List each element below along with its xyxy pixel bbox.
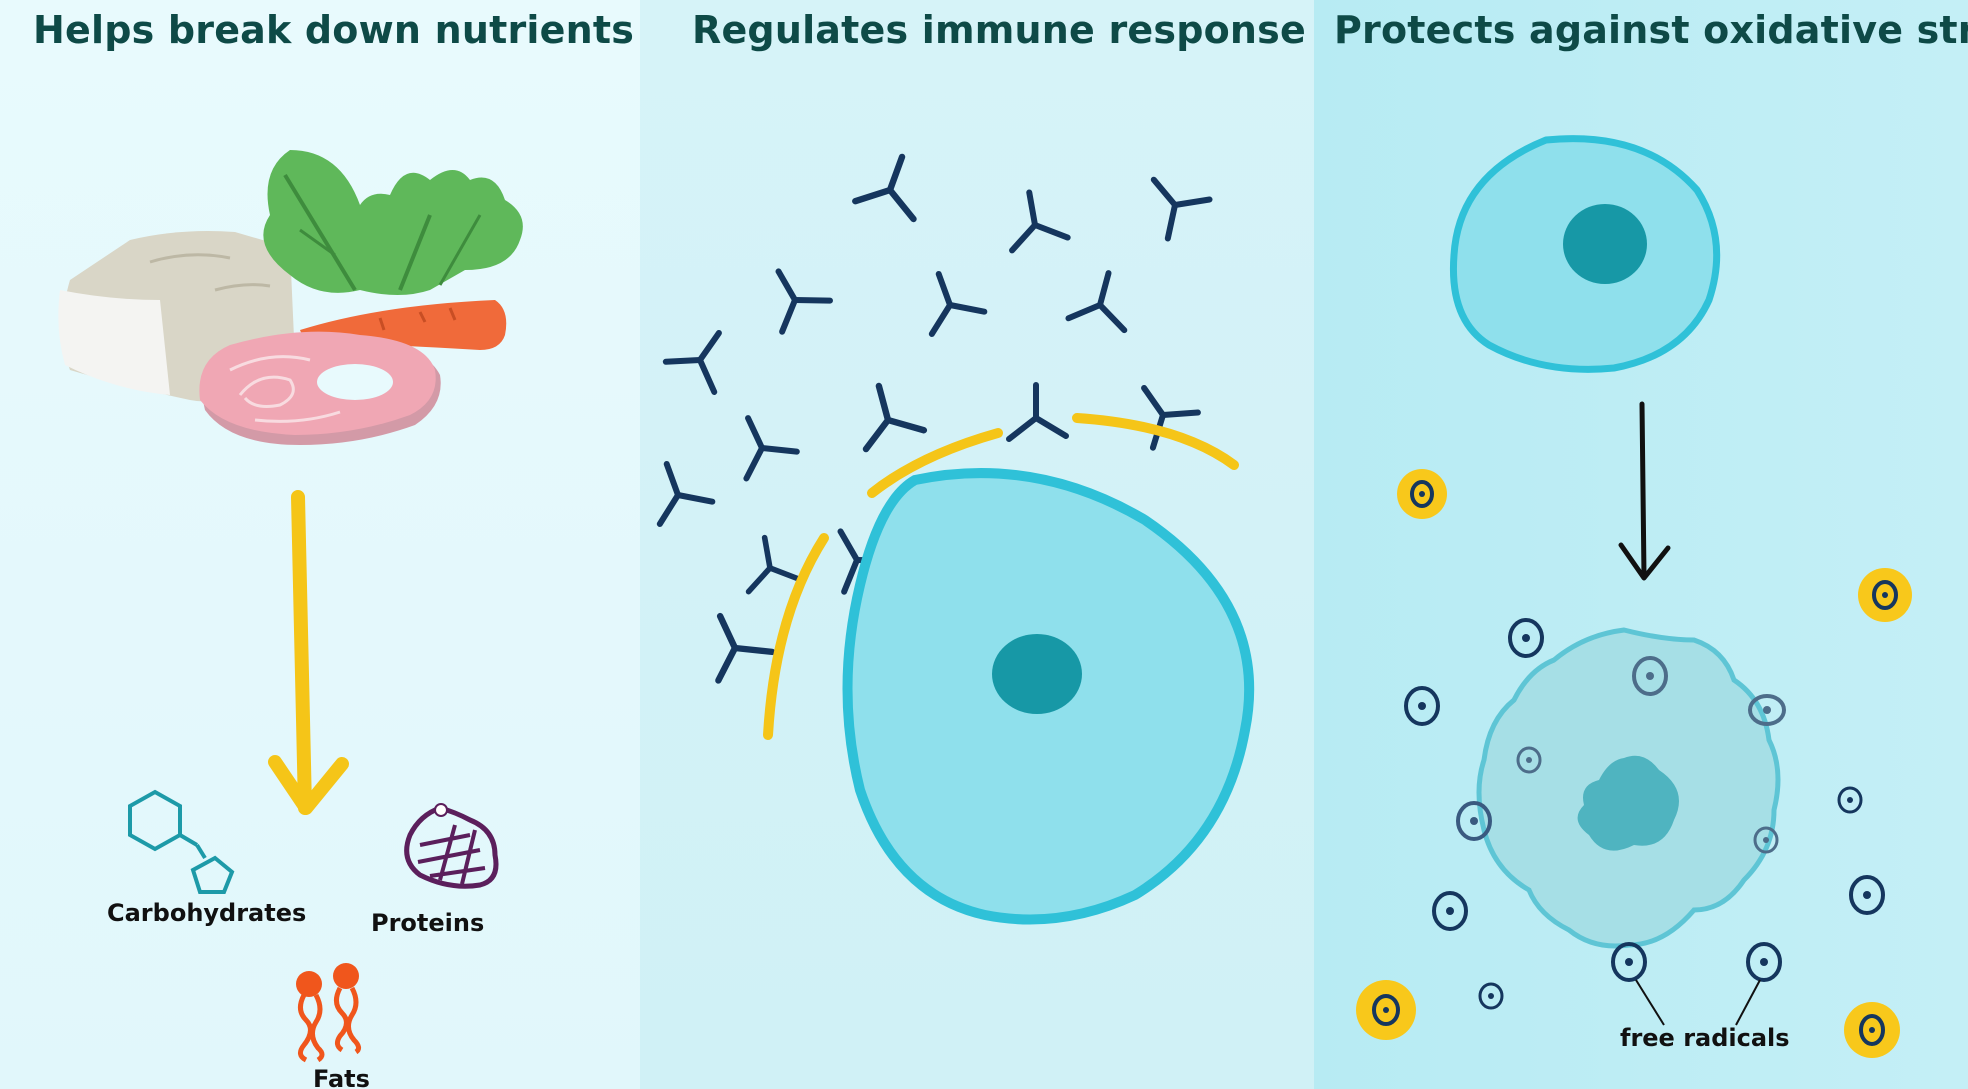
free-radical-icon <box>1844 1002 1900 1058</box>
panel-title-nutrients: Helps break down nutrients <box>33 8 635 52</box>
carbohydrate-molecule-icon <box>128 789 235 894</box>
fats-icon <box>296 963 362 1063</box>
digestion-arrow <box>268 490 349 815</box>
free-radical-icon <box>1611 942 1647 982</box>
damaged-cell <box>1476 627 1781 949</box>
free-radicals <box>1356 469 1912 1058</box>
panel-nutrients: Helps break down nutrients <box>0 0 640 1089</box>
free-radical-icon <box>1849 875 1885 915</box>
cell-nucleus <box>1563 204 1647 284</box>
antibody-icon <box>755 256 831 331</box>
free-radical-icon <box>1404 686 1440 726</box>
panel-oxidative: Protects against oxidative stress <box>1314 0 1968 1089</box>
oxidative-illustration: free radicals <box>1356 135 1912 1058</box>
free-radical-icon <box>1837 786 1863 814</box>
label-carbohydrates: Carbohydrates <box>107 899 306 927</box>
immune-signal-arcs <box>763 413 1239 740</box>
panel-immune: Regulates immune response <box>640 0 1314 1089</box>
antibody-icon <box>666 317 744 394</box>
label-free-radicals: free radicals <box>1620 1024 1790 1052</box>
antibody-icon <box>1068 266 1137 333</box>
free-radical-icon <box>1397 469 1447 519</box>
healthy-cell <box>1449 135 1721 373</box>
free-radicals-leader-lines <box>1635 979 1761 1026</box>
free-radical-icon <box>1356 980 1416 1040</box>
free-radical-icon <box>1508 618 1544 658</box>
free-radical-icon <box>1456 801 1492 841</box>
antibody-icon <box>641 454 713 524</box>
free-radical-icon <box>1432 891 1468 931</box>
antibody-icon <box>1133 160 1211 238</box>
damage-arrow <box>1618 401 1671 581</box>
greens-illustration <box>263 150 523 295</box>
label-proteins: Proteins <box>371 909 484 937</box>
free-radical-icon <box>1753 826 1779 854</box>
salmon-illustration <box>199 331 441 445</box>
free-radical-icon <box>1478 982 1504 1010</box>
free-radical-icon <box>1516 746 1542 774</box>
panel-title-oxidative: Protects against oxidative stress <box>1334 8 1968 52</box>
damaged-nucleus <box>1577 755 1679 851</box>
antibody-icon <box>1009 385 1066 439</box>
free-radical-icon <box>1632 656 1668 696</box>
panel-title-immune: Regulates immune response <box>692 8 1306 52</box>
immune-cell <box>842 468 1255 925</box>
cell-nucleus <box>992 634 1082 714</box>
antibody-icon <box>694 603 773 681</box>
antibody-icon <box>913 264 985 334</box>
antibody-icon <box>724 405 798 478</box>
nutrients-illustration: Carbohydrates Proteins Fats <box>58 150 523 1089</box>
free-radical-icon <box>1746 942 1782 982</box>
free-radical-icon <box>1858 568 1912 622</box>
antibody-icon <box>855 147 932 222</box>
free-radical-icon <box>1748 694 1786 726</box>
antibody-icon <box>740 533 801 592</box>
immune-illustration <box>640 0 1255 925</box>
antibody-icon <box>1003 187 1069 250</box>
antibody-icon <box>851 378 925 449</box>
label-fats: Fats <box>313 1065 370 1089</box>
protein-icon <box>404 803 499 889</box>
